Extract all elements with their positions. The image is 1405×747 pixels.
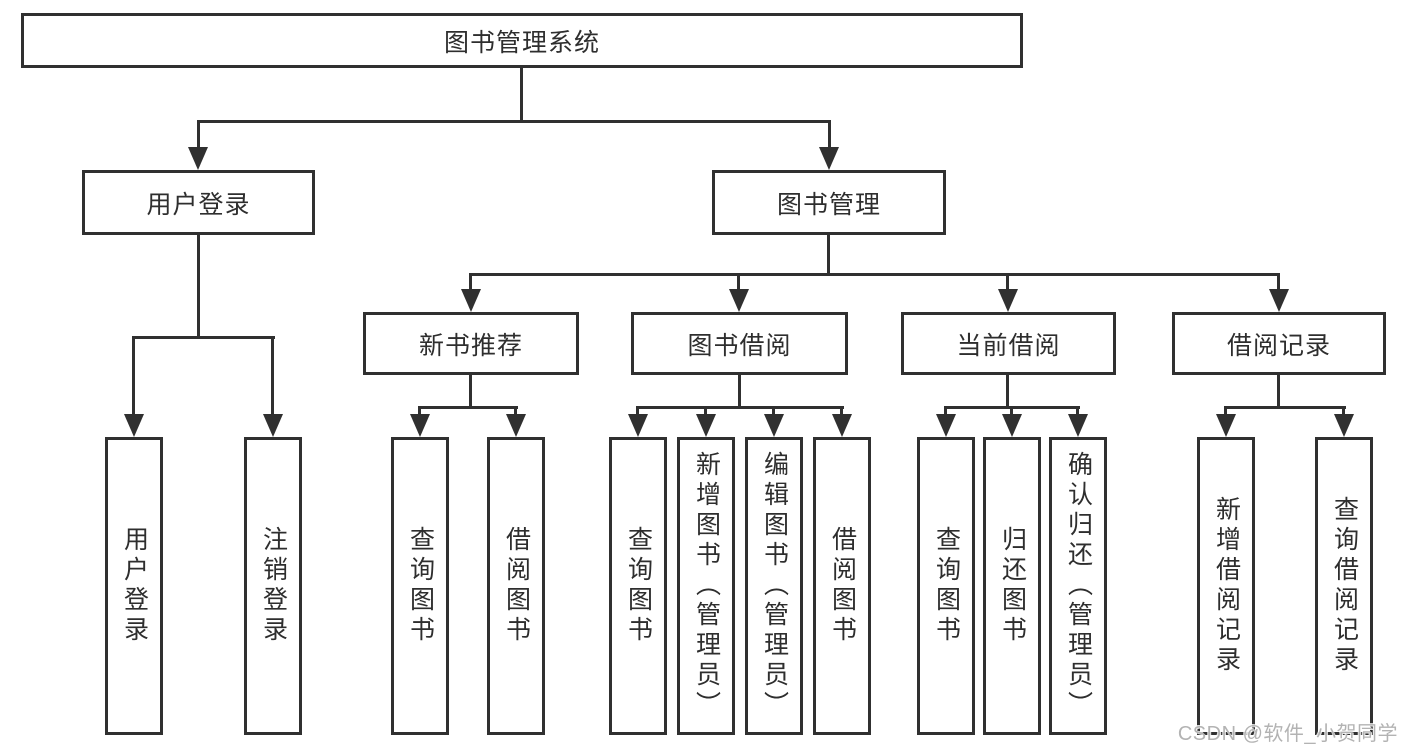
connector-line xyxy=(197,120,831,123)
connector-line xyxy=(1224,406,1346,409)
leaf-query-books-3: 查询图书 xyxy=(917,437,975,735)
arrow-down-icon xyxy=(1002,414,1022,437)
connector-line xyxy=(1006,373,1009,409)
connector-line xyxy=(418,406,518,409)
node-new-book-recommend: 新书推荐 xyxy=(363,312,579,375)
arrow-down-icon xyxy=(628,414,648,437)
arrow-down-icon xyxy=(1334,414,1354,437)
connector-line xyxy=(1342,406,1345,417)
leaf-borrow-books-2: 借阅图书 xyxy=(813,437,871,735)
leaf-confirm-return-admin: 确认归还（管理员） xyxy=(1049,437,1107,735)
arrow-down-icon xyxy=(729,289,749,312)
node-book-borrow: 图书借阅 xyxy=(631,312,848,375)
connector-line xyxy=(520,66,523,120)
arrow-down-icon xyxy=(764,414,784,437)
node-book-management: 图书管理 xyxy=(712,170,946,235)
connector-line xyxy=(132,336,275,339)
connector-line xyxy=(469,273,472,291)
connector-line xyxy=(827,233,830,276)
leaf-add-book-admin: 新增图书（管理员） xyxy=(677,437,735,735)
node-user-login: 用户登录 xyxy=(82,170,315,235)
arrow-down-icon xyxy=(832,414,852,437)
arrow-down-icon xyxy=(696,414,716,437)
connector-line xyxy=(772,406,775,417)
leaf-logout: 注销登录 xyxy=(244,437,302,735)
watermark-text: CSDN @软件_小贺同学 xyxy=(1177,723,1398,745)
connector-line xyxy=(1277,373,1280,409)
leaf-query-books-2: 查询图书 xyxy=(609,437,667,735)
leaf-add-borrow-record: 新增借阅记录 xyxy=(1197,437,1255,735)
leaf-borrow-books-1: 借阅图书 xyxy=(487,437,545,735)
node-root: 图书管理系统 xyxy=(21,13,1023,68)
leaf-query-books-1: 查询图书 xyxy=(391,437,449,735)
connector-line xyxy=(636,406,844,409)
connector-line xyxy=(1076,406,1079,417)
leaf-return-book: 归还图书 xyxy=(983,437,1041,735)
connector-line xyxy=(704,406,707,417)
connector-line xyxy=(197,120,200,150)
connector-line xyxy=(1006,273,1009,291)
connector-line xyxy=(514,406,517,417)
leaf-user-login: 用户登录 xyxy=(105,437,163,735)
arrow-down-icon xyxy=(124,414,144,437)
node-current-borrow: 当前借阅 xyxy=(901,312,1116,375)
leaf-edit-book-admin: 编辑图书（管理员） xyxy=(745,437,803,735)
connector-line xyxy=(737,273,740,291)
arrow-down-icon xyxy=(936,414,956,437)
connector-line xyxy=(197,233,200,336)
connector-line xyxy=(828,120,831,150)
node-borrow-records: 借阅记录 xyxy=(1172,312,1386,375)
arrow-down-icon xyxy=(1269,289,1289,312)
connector-line xyxy=(470,273,1280,276)
arrow-down-icon xyxy=(506,414,526,437)
arrow-down-icon xyxy=(819,147,839,170)
connector-line xyxy=(636,406,639,417)
connector-line xyxy=(738,373,741,409)
connector-line xyxy=(271,336,274,416)
connector-line xyxy=(944,406,947,417)
arrow-down-icon xyxy=(1068,414,1088,437)
connector-line xyxy=(1224,406,1227,417)
connector-line xyxy=(469,373,472,409)
arrow-down-icon xyxy=(263,414,283,437)
connector-line xyxy=(132,336,135,416)
leaf-query-borrow-record: 查询借阅记录 xyxy=(1315,437,1373,735)
connector-line xyxy=(418,406,421,417)
connector-line xyxy=(1010,406,1013,417)
arrow-down-icon xyxy=(461,289,481,312)
connector-line xyxy=(840,406,843,417)
arrow-down-icon xyxy=(188,147,208,170)
arrow-down-icon xyxy=(410,414,430,437)
connector-line xyxy=(1277,273,1280,291)
arrow-down-icon xyxy=(1216,414,1236,437)
arrow-down-icon xyxy=(998,289,1018,312)
